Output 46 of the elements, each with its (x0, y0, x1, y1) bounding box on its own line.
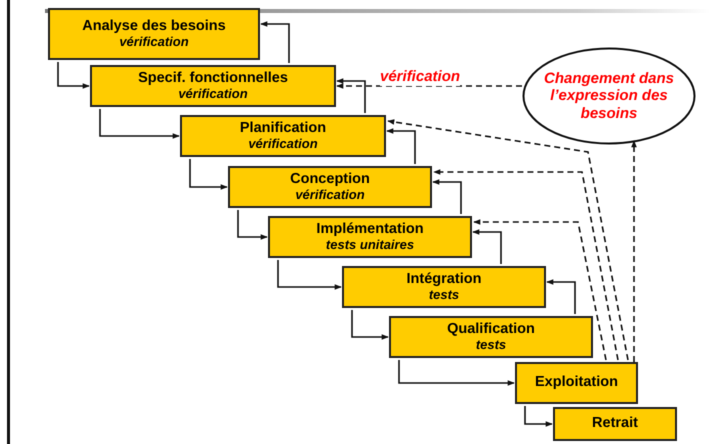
phase-title: Implémentation (316, 222, 424, 238)
arrow (189, 159, 228, 190)
phase-activity: vérification (119, 34, 189, 50)
phase-activity: vérification (248, 136, 318, 152)
arrow (351, 310, 389, 340)
phase-title: Specif. fonctionnelles (138, 70, 288, 87)
arrow (237, 210, 268, 240)
arrow (432, 179, 462, 214)
arrow (57, 62, 90, 89)
dashed-arrow (336, 83, 522, 89)
phase-box (228, 166, 432, 208)
arrow (336, 78, 366, 113)
arrow (260, 21, 290, 63)
phase-title: Analyse des besoins (82, 18, 226, 35)
dashed-arrow (631, 140, 637, 362)
dashed-arrow (387, 119, 629, 360)
ellipse-label: Changement dans l’expression des besoins (542, 70, 676, 122)
arrow (472, 229, 502, 264)
edge-label: vérification (380, 69, 460, 86)
phase-box (180, 115, 386, 157)
phase-activity: tests unitaires (326, 238, 414, 252)
phase-box (553, 407, 677, 441)
phase-title: Exploitation (535, 375, 618, 391)
phase-box (389, 316, 593, 358)
phase-activity: vérification (178, 86, 248, 102)
phase-box (90, 65, 336, 107)
phase-activity: tests (476, 338, 506, 352)
phase-activity: vérification (295, 188, 365, 202)
arrow (398, 360, 515, 386)
arrow (546, 279, 576, 314)
phase-box (515, 362, 638, 404)
phase-title: Conception (290, 172, 370, 188)
phase-title: Intégration (406, 272, 482, 288)
dashed-arrow (473, 219, 607, 360)
phase-title: Retrait (592, 416, 638, 432)
phase-box (268, 216, 472, 258)
phase-title: Planification (240, 120, 326, 137)
arrow (386, 128, 416, 164)
phase-box (342, 266, 546, 308)
dashed-arrow (433, 169, 619, 360)
arrow (277, 260, 342, 290)
phase-box (48, 8, 260, 60)
phase-title: Qualification (447, 322, 535, 338)
arrow (99, 109, 180, 139)
phase-activity: tests (428, 288, 460, 302)
arrow (524, 406, 553, 427)
